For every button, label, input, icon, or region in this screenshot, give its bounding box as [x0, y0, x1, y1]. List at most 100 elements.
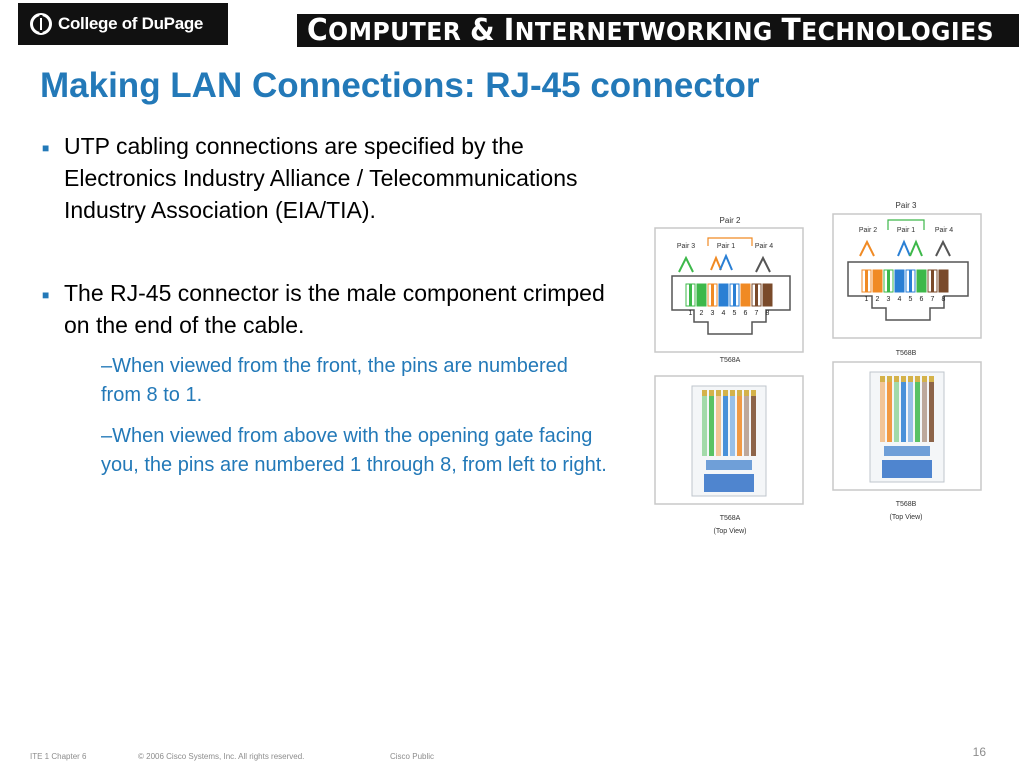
- t568a-pin-label-5: 5: [733, 310, 737, 317]
- t568a-front-caption: T568A: [720, 357, 741, 364]
- college-logo: College of DuPage: [18, 3, 228, 45]
- t568b-pin-label-1: 1: [865, 296, 869, 303]
- t568a-wire-6: [740, 283, 751, 307]
- banner-initial: C: [307, 13, 329, 48]
- t568a-wire-stripe-1: [689, 284, 692, 306]
- t568b-contact-6: [915, 376, 920, 382]
- t568b-pair-right-label: Pair 4: [935, 227, 953, 234]
- sub-bullet-2: –When viewed from above with the opening…: [101, 425, 607, 476]
- t568a-top-view: T568A (Top View): [654, 375, 804, 535]
- t568b-contact-2: [887, 376, 892, 382]
- t568a-conductor-5: [730, 396, 735, 456]
- t568a-contact-5: [730, 390, 735, 396]
- t568a-conductor-4: [723, 396, 728, 456]
- t568b-conductor-8: [929, 382, 934, 442]
- t568b-conductor-6: [915, 382, 920, 442]
- t568b-top-subcaption: (Top View): [890, 514, 923, 521]
- t568b-top-caption: T568B: [896, 501, 917, 508]
- t568b-pin-label-2: 2: [876, 296, 880, 303]
- t568a-top-caption: T568A: [720, 515, 741, 522]
- t568a-pin-label-6: 6: [744, 310, 748, 317]
- slide-footer: ITE 1 Chapter 6 © 2006 Cisco Systems, In…: [0, 752, 1024, 768]
- t568a-conductor-6: [737, 396, 742, 456]
- t568b-wire-8: [938, 269, 949, 293]
- banner-initial: I: [503, 13, 515, 48]
- t568a-wire-stripe-3: [711, 284, 714, 306]
- t568b-conductor-4: [901, 382, 906, 442]
- t568b-pin-label-5: 5: [909, 296, 913, 303]
- t568a-wire-2: [696, 283, 707, 307]
- t568a-contact-7: [744, 390, 749, 396]
- t568b-wire-6: [916, 269, 927, 293]
- square-bullet-icon: ■: [42, 288, 50, 302]
- t568a-pair-right-label: Pair 4: [755, 243, 773, 250]
- t568a-pin-label-2: 2: [700, 310, 704, 317]
- t568b-wire-stripe-5: [909, 270, 912, 292]
- t568a-pair-mid-label: Pair 1: [717, 243, 735, 250]
- banner-initial: &: [469, 13, 496, 48]
- t568b-wire-stripe-3: [887, 270, 890, 292]
- t568b-contact-1: [880, 376, 885, 382]
- bullet-2-text: The RJ-45 connector is the male componen…: [64, 280, 605, 338]
- bullet-1: ■ UTP cabling connections are specified …: [42, 130, 632, 226]
- t568b-pin-label-8: 8: [942, 296, 946, 303]
- t568a-pin-label-8: 8: [766, 310, 770, 317]
- t568a-pin-label-3: 3: [711, 310, 715, 317]
- t568a-contact-6: [737, 390, 742, 396]
- footer-copyright: © 2006 Cisco Systems, Inc. All rights re…: [138, 752, 305, 761]
- t568a-contact-4: [723, 390, 728, 396]
- t568b-conductor-3: [894, 382, 899, 442]
- t568b-contact-8: [929, 376, 934, 382]
- page-number: 16: [972, 745, 986, 759]
- t568a-contact-1: [702, 390, 707, 396]
- t568a-pin-label-7: 7: [755, 310, 759, 317]
- slide-header: College of DuPage COMPUTER & INTERNETWOR…: [0, 0, 1024, 48]
- t568a-contact-3: [716, 390, 721, 396]
- t568b-contact-3: [894, 376, 899, 382]
- t568b-pair-mid-label: Pair 1: [897, 227, 915, 234]
- t568a-wire-stripe-7: [755, 284, 758, 306]
- t568a-wire-8: [762, 283, 773, 307]
- t568b-pair-left-label: Pair 2: [859, 227, 877, 234]
- t568a-conductor-7: [744, 396, 749, 456]
- banner-initial: T: [781, 13, 802, 48]
- program-banner: COMPUTER & INTERNETWORKING TECHNOLOGIES: [297, 13, 1019, 48]
- t568b-conductor-2: [887, 382, 892, 442]
- college-logo-mark-icon: [30, 13, 52, 35]
- program-title: COMPUTER & INTERNETWORKING TECHNOLOGIES: [307, 13, 995, 48]
- t568b-wire-4: [894, 269, 905, 293]
- t568a-conductor-1: [702, 396, 707, 456]
- t568b-pin-label-6: 6: [920, 296, 924, 303]
- t568b-wire-stripe-1: [865, 270, 868, 292]
- t568b-pin-label-7: 7: [931, 296, 935, 303]
- t568a-contact-2: [709, 390, 714, 396]
- t568b-pin-label-4: 4: [898, 296, 902, 303]
- footer-chapter: ITE 1 Chapter 6: [30, 752, 87, 761]
- slide-title: Making LAN Connections: RJ-45 connector: [40, 66, 760, 105]
- t568b-wire-stripe-7: [931, 270, 934, 292]
- t568b-contact-7: [922, 376, 927, 382]
- t568a-conductor-8: [751, 396, 756, 456]
- t568a-connector-wires: [702, 390, 756, 456]
- sub-bullet-1: –When viewed from the front, the pins ar…: [101, 355, 568, 406]
- t568a-conductor-3: [716, 396, 721, 456]
- footer-classification: Cisco Public: [390, 752, 435, 761]
- t568a-pair-top-label: Pair 2: [720, 216, 741, 225]
- t568b-wire-2: [872, 269, 883, 293]
- t568b-conductor-7: [922, 382, 927, 442]
- t568b-pair-top-label: Pair 3: [896, 201, 917, 210]
- logo-text: College of DuPage: [58, 14, 204, 33]
- t568b-contact-4: [901, 376, 906, 382]
- t568b-front-caption: T568B: [896, 350, 917, 357]
- t568a-top-subcaption: (Top View): [714, 528, 747, 535]
- t568b-conductor-5: [908, 382, 913, 442]
- t568a-pair-left-label: Pair 3: [677, 243, 695, 250]
- t568a-wire-stripe-5: [733, 284, 736, 306]
- t568a-pin-label-4: 4: [722, 310, 726, 317]
- t568a-conductor-2: [709, 396, 714, 456]
